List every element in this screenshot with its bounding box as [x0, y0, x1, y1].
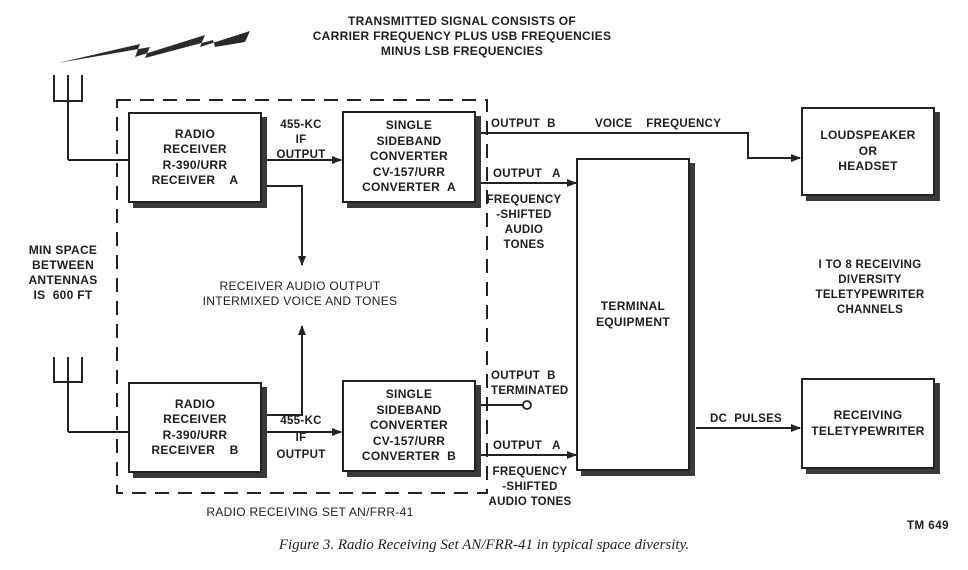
radio-receiving-set-boundary	[116, 99, 488, 494]
figure-id: TM 649	[907, 520, 949, 532]
receiver-a-block: RADIO RECEIVER R-390/URR RECEIVER A	[128, 112, 262, 203]
if-output-a-label: 455-KC IF OUTPUT	[276, 119, 326, 161]
set-name-label: RADIO RECEIVING SET AN/FRR-41	[206, 505, 414, 519]
diversity-channels-note: I TO 8 RECEIVING DIVERSITY TELETYPEWRITE…	[815, 259, 925, 316]
if-output-b-label: 455-KC IF OUTPUT	[276, 415, 326, 461]
receiver-b-label: RADIO RECEIVER R-390/URR RECEIVER B	[151, 396, 239, 458]
antenna-spacing-note: MIN SPACE BETWEEN ANTENNAS IS 600 FT	[28, 243, 98, 302]
voice-frequency-line	[476, 132, 801, 162]
fsk-tones-bottom-label: FREQUENCY -SHIFTED AUDIO TONES	[488, 466, 572, 508]
output-b-terminated-label: OUTPUT B TERMINATED	[491, 370, 569, 397]
converter-a-block: SINGLE SIDEBAND CONVERTER CV-157/URR CON…	[342, 111, 476, 203]
loudspeaker-block: LOUDSPEAKER OR HEADSET	[801, 107, 935, 196]
output-a-top-label: OUTPUT A	[493, 168, 561, 180]
fsk-tones-top-label: FREQUENCY -SHIFTED AUDIO TONES	[486, 194, 562, 251]
output-b-top-label: OUTPUT B	[491, 118, 556, 130]
terminal-equipment-label: TERMINAL EQUIPMENT	[595, 299, 671, 329]
teletypewriter-label: RECEIVING TELETYPEWRITER	[811, 408, 925, 438]
output-a-bottom-label: OUTPUT A	[493, 440, 561, 452]
terminal-equipment-block: TERMINAL EQUIPMENT	[576, 158, 690, 471]
receiver-a-audio-line	[262, 185, 306, 266]
receiver-audio-output-label: RECEIVER AUDIO OUTPUT INTERMIXED VOICE A…	[202, 279, 398, 308]
transmitted-signal-note: TRANSMITTED SIGNAL CONSISTS OF CARRIER F…	[312, 14, 612, 58]
converter-b-label: SINGLE SIDEBAND CONVERTER CV-157/URR CON…	[361, 387, 457, 464]
figure-caption: Figure 3. Radio Receiving Set AN/FRR-41 …	[278, 537, 690, 553]
lightning-bolt-icon	[58, 31, 250, 63]
termination-icon	[522, 400, 532, 410]
antenna-b-icon	[53, 357, 128, 433]
receiver-b-block: RADIO RECEIVER R-390/URR RECEIVER B	[128, 382, 262, 473]
converter-a-label: SINGLE SIDEBAND CONVERTER CV-157/URR CON…	[362, 118, 456, 195]
teletypewriter-block: RECEIVING TELETYPEWRITER	[801, 378, 935, 469]
voice-frequency-label: VOICE FREQUENCY	[595, 118, 722, 130]
receiver-a-label: RADIO RECEIVER R-390/URR RECEIVER A	[151, 126, 239, 188]
receiver-b-audio-line	[262, 325, 306, 416]
loudspeaker-label: LOUDSPEAKER OR HEADSET	[820, 128, 916, 174]
converter-b-block: SINGLE SIDEBAND CONVERTER CV-157/URR CON…	[342, 380, 476, 472]
dc-pulses-label: DC PULSES	[710, 413, 783, 425]
antenna-a-icon	[53, 75, 128, 161]
